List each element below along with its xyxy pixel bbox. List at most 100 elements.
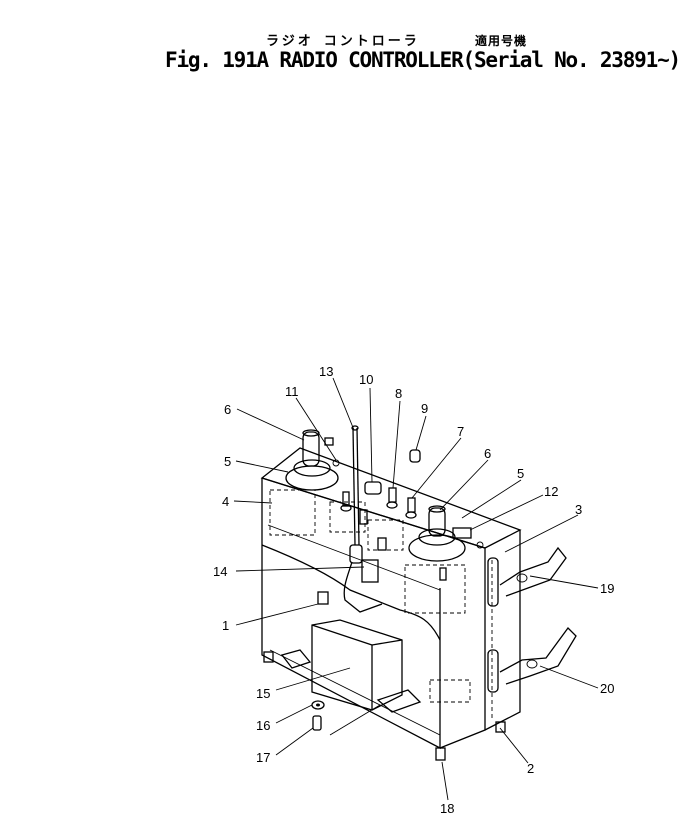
callout-9: 9	[421, 401, 428, 416]
callout-15: 15	[256, 686, 270, 701]
callout-5-left: 5	[224, 454, 231, 469]
strap-19	[499, 546, 567, 597]
bracket-left	[280, 649, 312, 669]
leader-9	[415, 415, 427, 451]
joystick-right-block	[404, 564, 466, 614]
callout-16: 16	[256, 718, 270, 733]
leader-16	[275, 704, 313, 724]
housing-front-face	[439, 548, 486, 749]
handle-slot-lower	[487, 649, 499, 693]
callout-8: 8	[395, 386, 402, 401]
leader-11	[295, 397, 337, 461]
screw-17	[312, 715, 322, 731]
callout-17: 17	[256, 750, 270, 765]
joystick-right-boot	[408, 534, 466, 562]
pilot-lamp-9	[409, 449, 421, 463]
antenna-tip	[351, 425, 359, 431]
antenna-mount-14	[361, 559, 379, 583]
joystick-right-indicator	[439, 567, 447, 581]
leader-15-tail	[329, 704, 381, 736]
toggle-switch-11	[342, 491, 350, 507]
foot-left	[263, 651, 274, 663]
leader-lines	[233, 377, 599, 801]
callout-18: 18	[440, 801, 454, 815]
toggle-switch-lower	[377, 537, 387, 551]
callout-19: 19	[600, 581, 614, 596]
cutaway-edge	[261, 544, 441, 641]
antenna-rod-edge	[356, 427, 360, 546]
japanese-title-radio: ラジオ	[266, 34, 314, 49]
floor-line	[269, 649, 441, 736]
handle-slot-upper	[487, 557, 499, 607]
antenna-rod	[352, 427, 356, 546]
leader-13	[332, 377, 355, 431]
leader-7	[411, 437, 462, 499]
serial-number: Serial No. 23891~	[473, 48, 670, 72]
toggle-base-8	[386, 501, 398, 509]
callout-11: 11	[285, 384, 299, 399]
open-paren: (	[462, 48, 476, 72]
leader-20	[539, 665, 599, 689]
leader-3	[504, 514, 579, 553]
callout-labels: 6 5 4 11 13 10 8 9 7 6 5 12 3 14 1 15 16…	[213, 364, 614, 815]
toggle-base-11	[340, 504, 352, 512]
figure-title: Fig. 191A RADIO CONTROLLER(Serial No. 23…	[165, 48, 680, 72]
strap-19-buckle	[516, 573, 528, 583]
switch-panel	[329, 449, 484, 551]
bracket-hidden	[429, 679, 471, 703]
housing-right-face	[484, 530, 521, 731]
joystick-right-knob	[428, 505, 446, 513]
side-fittings	[487, 546, 577, 720]
bracket-right	[376, 689, 422, 713]
joystick-right-grip	[428, 507, 446, 537]
antenna	[343, 425, 383, 613]
toggle-switch-center	[359, 509, 368, 525]
switch-block-2	[367, 519, 404, 551]
joystick-left-block	[269, 489, 316, 536]
close-paren: )	[668, 48, 680, 72]
controller-housing	[260, 447, 522, 761]
figure-label: Fig. 191A RADIO CONTROLLER	[165, 48, 464, 72]
screw-top-right	[476, 541, 484, 549]
leader-10	[369, 387, 373, 483]
leader-4	[233, 500, 273, 504]
toggle-switch-7	[407, 497, 416, 513]
callout-6-left: 6	[224, 402, 231, 417]
antenna-cable	[343, 561, 383, 613]
strap-20	[499, 627, 577, 685]
callout-6-right: 6	[484, 446, 491, 461]
callout-13: 13	[319, 364, 333, 379]
joystick-left-collar	[293, 459, 331, 477]
callout-2: 2	[527, 761, 534, 776]
panel-underside	[267, 524, 441, 591]
toggle-switch-8	[388, 487, 397, 503]
housing-top-face	[260, 447, 522, 549]
strap-20-buckle	[526, 659, 538, 669]
callout-12: 12	[544, 484, 558, 499]
serial-japanese-label: 適用号機	[475, 34, 528, 48]
leader-1	[235, 603, 319, 626]
japanese-title: ラジオコントローラ	[266, 30, 420, 49]
callout-3: 3	[575, 502, 582, 517]
leader-6-left	[236, 408, 305, 441]
switch-block-1	[329, 501, 366, 533]
controller-diagram: 6 5 4 11 13 10 8 9 7 6 5 12 3 14 1 15 16…	[213, 364, 614, 815]
washer-16-hole	[316, 703, 320, 707]
callout-20: 20	[600, 681, 614, 696]
battery-15-top-edge	[371, 639, 403, 646]
leader-18	[441, 761, 449, 801]
callout-14: 14	[213, 564, 227, 579]
leader-12	[469, 494, 544, 531]
battery-15-body	[311, 619, 403, 711]
connector-1	[317, 591, 329, 605]
leader-15	[275, 667, 351, 691]
leader-5-left	[235, 460, 289, 473]
leader-8	[392, 400, 401, 489]
callout-7: 7	[457, 424, 464, 439]
foot-right	[495, 721, 506, 733]
leader-5-right	[461, 479, 522, 519]
internals	[280, 591, 471, 731]
joystick-right-collar	[418, 528, 456, 546]
leader-19	[529, 575, 599, 589]
leader-17	[275, 727, 314, 756]
